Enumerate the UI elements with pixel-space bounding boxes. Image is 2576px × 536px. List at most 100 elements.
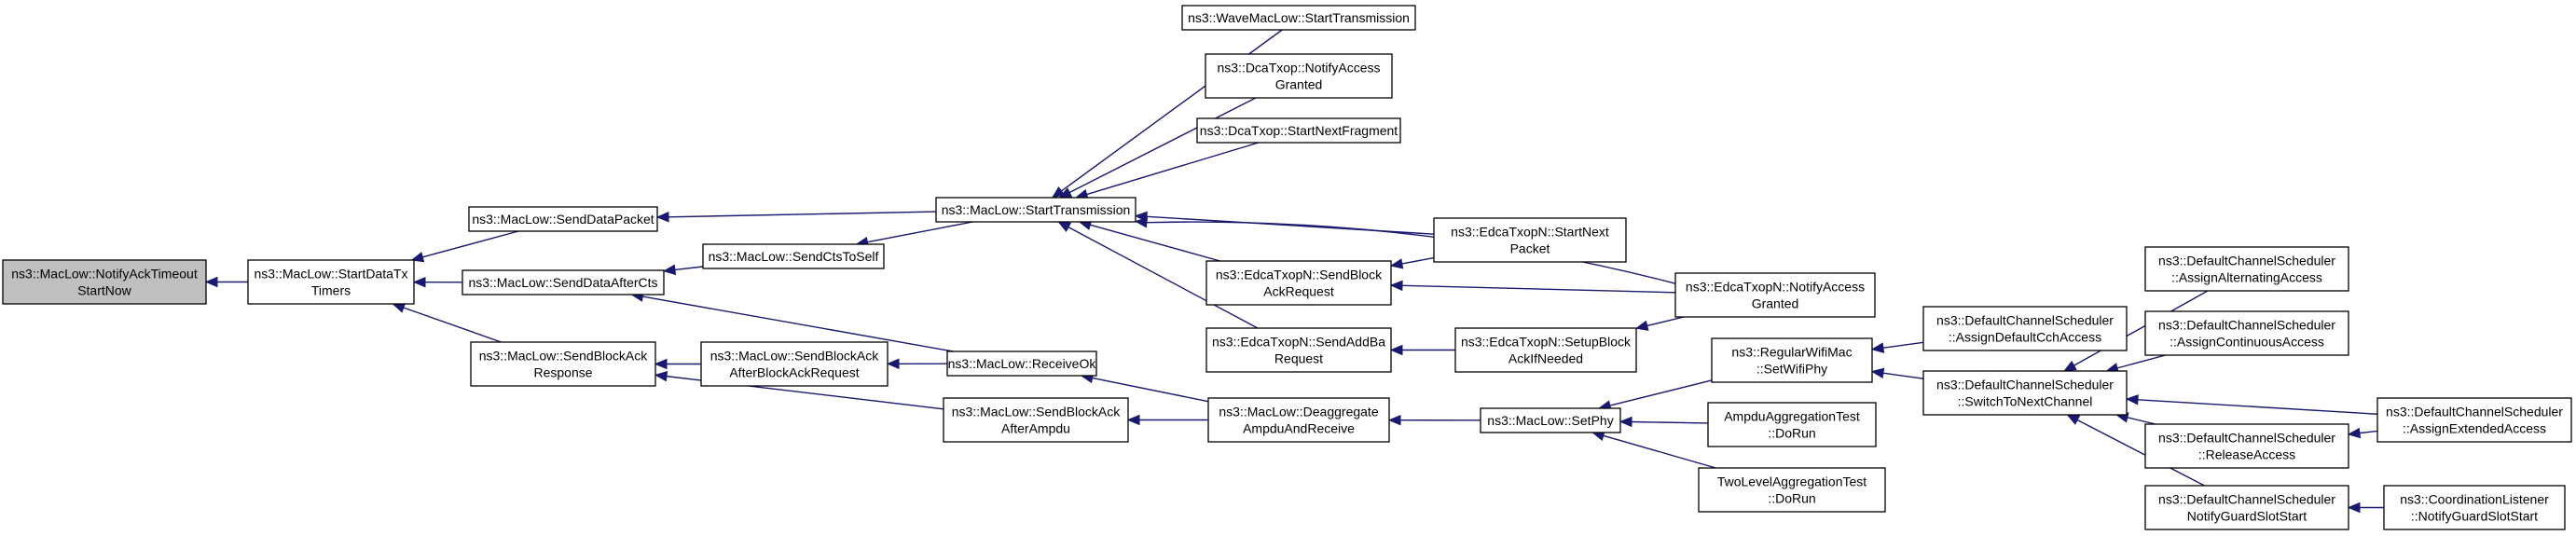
graph-node-n24[interactable]: ns3::DefaultChannelScheduler::AssignDefa…: [1922, 306, 2128, 351]
node-box[interactable]: [700, 341, 889, 387]
node-label: ns3::MacLow::SendBlockAck: [952, 405, 1122, 419]
node-box[interactable]: [1698, 467, 1886, 513]
graph-node-n19[interactable]: ns3::MacLow::SetPhy: [1480, 407, 1621, 433]
node-box[interactable]: [2144, 485, 2349, 530]
arrowhead-icon: [1057, 221, 1072, 232]
node-box[interactable]: [1674, 272, 1876, 318]
arrowhead-icon: [1389, 344, 1403, 356]
graph-node-n10[interactable]: ns3::MacLow::StartTransmission: [935, 197, 1136, 223]
node-box[interactable]: [1480, 407, 1621, 433]
graph-node-n4[interactable]: ns3::MacLow::SendDataAfterCts: [461, 269, 665, 295]
node-label: ns3::WaveMacLow::StartTransmission: [1188, 10, 1410, 25]
node-label: ::DoRun: [1768, 426, 1815, 441]
graph-node-n23[interactable]: TwoLevelAggregationTest::DoRun: [1698, 467, 1886, 513]
arrowhead-icon: [654, 358, 668, 370]
node-label: ::AssignContinuousAccess: [2170, 335, 2324, 350]
node-box[interactable]: [1205, 53, 1393, 99]
node-box[interactable]: [1922, 370, 2128, 416]
node-label: ns3::MacLow::SendBlockAck: [479, 349, 649, 364]
node-box[interactable]: [1181, 5, 1416, 31]
node-box[interactable]: [943, 397, 1129, 443]
node-label: ns3::DefaultChannelScheduler: [1936, 378, 2114, 392]
node-label: ns3::MacLow::Deaggregate: [1219, 405, 1378, 419]
graph-node-n21[interactable]: ns3::RegularWifiMac::SetWifiPhy: [1711, 337, 1873, 383]
graph-node-n26[interactable]: ns3::DefaultChannelScheduler::AssignAlte…: [2144, 246, 2349, 292]
graph-node-n8[interactable]: ns3::MacLow::ReceiveOk: [946, 350, 1097, 377]
graph-node-n3[interactable]: ns3::MacLow::SendDataPacket: [468, 206, 658, 232]
arrowhead-icon: [1619, 416, 1632, 428]
node-label: ::SwitchToNextChannel: [1958, 394, 2093, 409]
graph-node-n11[interactable]: ns3::WaveMacLow::StartTransmission: [1181, 5, 1416, 31]
node-box[interactable]: [1922, 306, 2128, 351]
node-box[interactable]: [702, 243, 885, 269]
call-edge: [674, 266, 704, 271]
call-edge: [2359, 430, 2378, 434]
node-label: Granted: [1752, 296, 1799, 311]
call-edge: [1146, 215, 1435, 235]
node-label: ns3::DefaultChannelScheduler: [1936, 313, 2114, 328]
node-box[interactable]: [468, 206, 658, 232]
node-box[interactable]: [1205, 327, 1392, 373]
graph-node-n13[interactable]: ns3::DcaTxop::StartNextFragment: [1196, 117, 1401, 144]
graph-node-n7[interactable]: ns3::MacLow::SendBlockAckAfterBlockAckRe…: [700, 341, 889, 387]
graph-node-n30[interactable]: ns3::DefaultChannelScheduler::AssignExte…: [2376, 397, 2572, 443]
arrowhead-icon: [1389, 280, 1403, 292]
node-label: ns3::EdcaTxopN::SetupBlock: [1461, 335, 1632, 350]
call-edge: [403, 307, 502, 343]
node-box[interactable]: [247, 259, 415, 305]
node-label: ns3::MacLow::StartDataTx: [255, 267, 408, 282]
graph-node-n27[interactable]: ns3::DefaultChannelScheduler::AssignCont…: [2144, 310, 2349, 356]
node-box[interactable]: [2144, 423, 2349, 469]
node-label: ns3::EdcaTxopN::SendAddBa: [1212, 335, 1385, 350]
node-box[interactable]: [1207, 397, 1390, 443]
call-edge: [2137, 399, 2378, 415]
node-label: ns3::MacLow::ReceiveOk: [948, 356, 1097, 371]
node-box[interactable]: [1454, 327, 1637, 373]
call-edge: [1068, 227, 1259, 329]
graph-node-n25[interactable]: ns3::DefaultChannelScheduler::SwitchToNe…: [1922, 370, 2128, 416]
node-label: ns3::MacLow::SendBlockAck: [710, 349, 880, 364]
arrowhead-icon: [2125, 394, 2139, 405]
graph-node-n31[interactable]: ns3::CoordinationListener::NotifyGuardSl…: [2383, 485, 2566, 530]
node-label: Packet: [1510, 241, 1550, 256]
node-label: ::AssignAlternatingAccess: [2171, 270, 2322, 285]
node-label: ::AssignDefaultCchAccess: [1949, 330, 2101, 345]
node-box[interactable]: [461, 269, 665, 295]
node-label: ns3::MacLow::StartTransmission: [942, 202, 1131, 217]
call-edge: [1882, 341, 1924, 349]
node-label: StartNow: [77, 283, 131, 298]
arrowhead-icon: [2066, 414, 2081, 425]
arrowhead-icon: [410, 252, 425, 263]
node-box[interactable]: [2376, 397, 2572, 443]
node-box[interactable]: [1433, 217, 1627, 263]
arrowhead-icon: [1389, 258, 1404, 269]
node-label: Request: [1274, 351, 1323, 366]
node-box[interactable]: [1707, 402, 1877, 447]
call-graph-nodes: ns3::MacLow::NotifyAckTimeoutStartNowns3…: [2, 5, 2572, 530]
graph-node-n22[interactable]: AmpduAggregationTest::DoRun: [1707, 402, 1877, 447]
node-box[interactable]: [2383, 485, 2566, 530]
node-box[interactable]: [935, 197, 1136, 223]
node-box[interactable]: [1711, 337, 1873, 383]
node-box[interactable]: [2144, 246, 2349, 292]
node-box[interactable]: [946, 350, 1097, 377]
node-box[interactable]: [1196, 117, 1401, 144]
node-box[interactable]: [2144, 310, 2349, 356]
node-box[interactable]: [470, 341, 656, 387]
graph-node-n28[interactable]: ns3::DefaultChannelScheduler::ReleaseAcc…: [2144, 423, 2349, 469]
graph-node-n29[interactable]: ns3::DefaultChannelSchedulerNotifyGuardS…: [2144, 485, 2349, 530]
node-box[interactable]: [1205, 260, 1392, 306]
graph-node-n6[interactable]: ns3::MacLow::SendCtsToSelf: [702, 243, 885, 269]
node-box[interactable]: [2, 259, 207, 305]
